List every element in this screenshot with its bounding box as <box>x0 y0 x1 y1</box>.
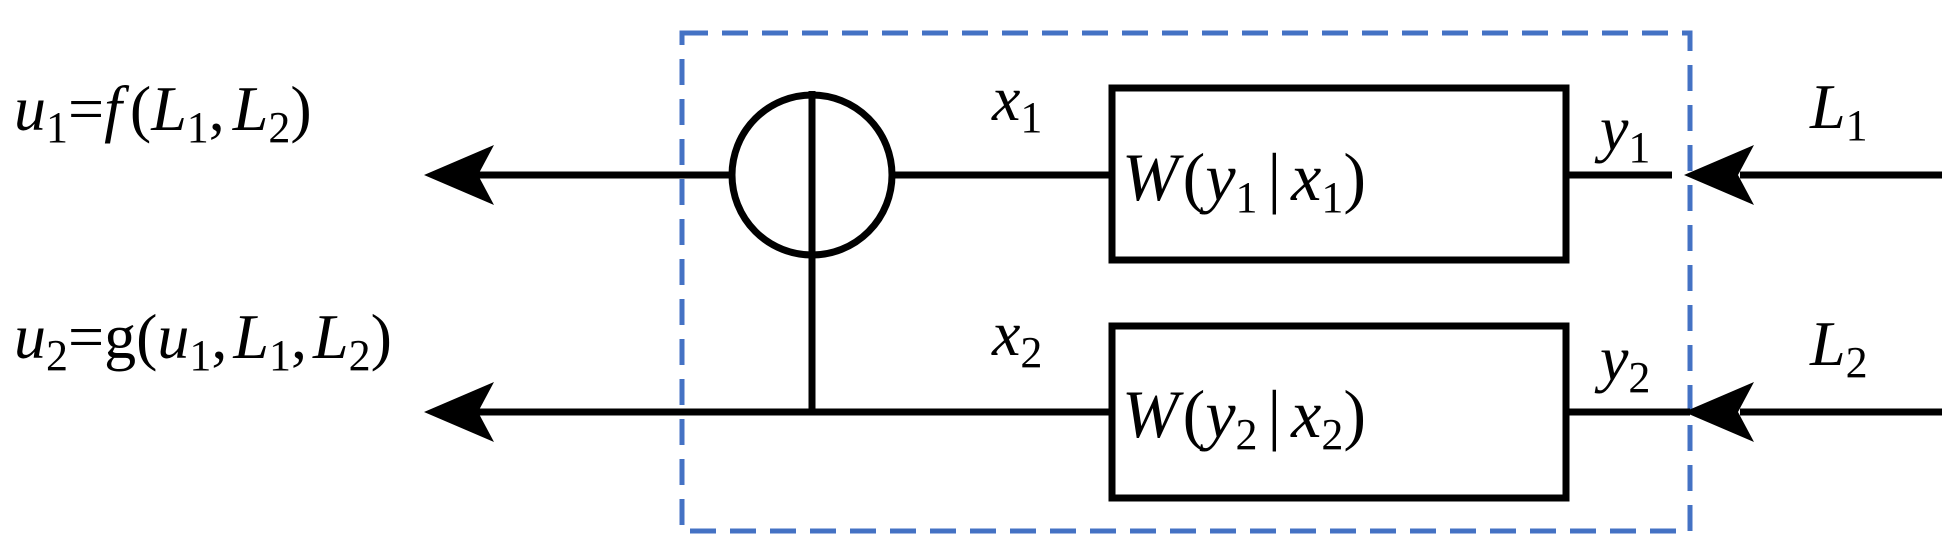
u1-arrowhead-icon <box>424 145 494 205</box>
L2-label: L2 <box>1809 308 1868 387</box>
u1-label: u1=f(L1,L2) <box>14 73 312 152</box>
channel-w1-label: W(y1|x1) <box>1122 139 1366 222</box>
x1-label: x1 <box>991 63 1042 142</box>
L1-label: L1 <box>1809 71 1868 150</box>
u2-arrowhead-icon <box>424 382 494 442</box>
y1-label: y1 <box>1594 93 1650 172</box>
L1-arrowhead-icon <box>1684 145 1754 205</box>
x2-label: x2 <box>991 298 1042 377</box>
kernel-dashed-box <box>679 30 1693 534</box>
u2-label: u2=g(u1,L1,L2) <box>14 301 392 380</box>
xor-node-icon <box>728 91 896 259</box>
y2-label: y2 <box>1594 323 1650 402</box>
L2-arrowhead-icon <box>1684 382 1754 442</box>
channel-w2-label: W(y2|x2) <box>1122 376 1366 459</box>
